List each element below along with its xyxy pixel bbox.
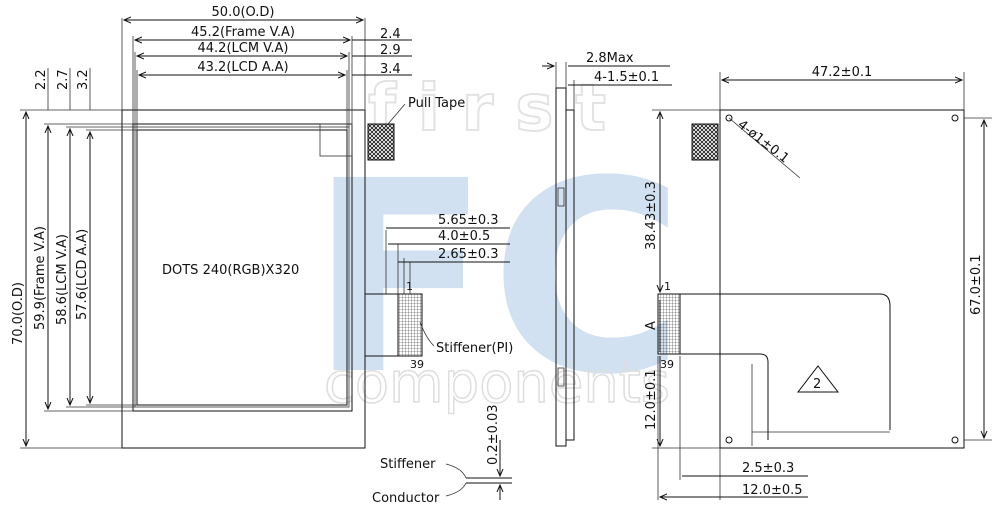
- watermark-logo: FC: [309, 125, 685, 433]
- fpc-pin-last: 39: [410, 358, 424, 371]
- pull-tape-label: Pull Tape: [408, 96, 465, 111]
- height-dimensions: 70.0(O.D) 59.9(Frame V.A) 58.6(LCM V.A) …: [11, 109, 137, 449]
- side-hole-dim: 4-1.5±0.1: [594, 70, 659, 85]
- width-dim-lcd: 43.2(LCD A.A): [197, 60, 288, 75]
- conductor-label: Conductor: [372, 491, 440, 506]
- fpc-dim-1: 5.65±0.3: [438, 213, 499, 228]
- rear-fpc: [680, 293, 891, 440]
- stiffener-pi-label: Stiffener(PI): [436, 341, 513, 356]
- lcd-active-area: [136, 129, 348, 406]
- right-offset-dimensions: 2.4 2.9 3.4: [352, 27, 412, 77]
- polarity-number: 2: [813, 377, 821, 392]
- fpc-dim-3: 2.65±0.3: [438, 247, 499, 262]
- frame-view-area: [132, 123, 353, 412]
- rear-pin-last: 39: [660, 358, 674, 371]
- side-thickness: 2.8Max: [586, 51, 634, 66]
- rear-pull-tape: [691, 123, 719, 161]
- pull-tape-strip: [319, 123, 353, 157]
- rear-connector: [657, 293, 681, 355]
- rear-view: 2 47.2±0.1 67.0±0.1 4-ø1±0.1 38.43±0.3 A…: [644, 65, 992, 500]
- left-offset-3: 3.2: [76, 69, 91, 90]
- stiffener-label: Stiffener: [380, 457, 436, 472]
- module-outline: [121, 109, 366, 449]
- height-dim-lcm: 58.6(LCM V.A): [55, 234, 70, 325]
- watermark: first FC components: [309, 71, 685, 433]
- width-dim-frame: 45.2(Frame V.A): [191, 25, 295, 40]
- height-dim-od: 70.0(O.D): [11, 282, 26, 345]
- left-offset-1: 2.2: [34, 69, 49, 90]
- bottom-offset: 12.0±0.1: [644, 369, 659, 430]
- fpc-thickness: 0.2±0.03: [486, 404, 501, 465]
- right-offset-1: 2.4: [380, 27, 401, 42]
- fpc-length-dim: 12.0±0.5: [742, 483, 803, 498]
- rear-width: 47.2±0.1: [812, 65, 873, 80]
- mount-hole-tr: [951, 114, 959, 122]
- side-view: 2.8Max 4-1.5±0.1: [542, 51, 672, 447]
- front-view: Pull Tape DOTS 240(RGB)X320 50.0(O.D) 45…: [11, 5, 465, 449]
- width-dimensions: 50.0(O.D) 45.2(Frame V.A) 44.2(LCM V.A) …: [121, 5, 366, 130]
- width-dim-lcm: 44.2(LCM V.A): [198, 41, 289, 56]
- width-dim-od: 50.0(O.D): [212, 5, 275, 20]
- rear-outline: [719, 109, 965, 449]
- mount-hole-spec: 4-ø1±0.1: [735, 117, 792, 166]
- watermark-bottom-text: components: [324, 351, 670, 416]
- rear-pin-first: 1: [664, 280, 671, 293]
- fpc-detail: 5.65±0.3 4.0±0.5 2.65±0.3 1 39 Stiffener…: [372, 213, 513, 506]
- height-dim-lcd: 57.6(LCD A.A): [75, 229, 90, 320]
- mount-hole-tl: [725, 114, 733, 122]
- right-offset-3: 3.4: [380, 62, 401, 77]
- fpc-pins: [397, 293, 423, 357]
- mount-hole-bl: [725, 436, 733, 444]
- mount-hole-br: [951, 436, 959, 444]
- rear-height: 67.0±0.1: [969, 254, 984, 315]
- pull-tape-hatch: [367, 123, 395, 161]
- fpc-dim-2: 4.0±0.5: [438, 229, 490, 244]
- polarity-triangle: [796, 365, 840, 393]
- fpc-pin-first: 1: [406, 280, 413, 293]
- connector-label: A: [644, 321, 659, 330]
- height-dim-frame: 59.9(Frame V.A): [33, 226, 48, 330]
- resolution-label: DOTS 240(RGB)X320: [162, 263, 299, 278]
- right-offset-2: 2.9: [380, 43, 401, 58]
- side-body: [555, 87, 567, 447]
- lcm-view-area: [134, 126, 350, 408]
- fpc-offset-dim: 2.5±0.3: [742, 461, 794, 476]
- left-offset-2: 2.7: [56, 69, 71, 90]
- connector-offset: 38.43±0.3: [644, 181, 659, 250]
- watermark-top-text: first: [368, 72, 628, 146]
- left-offset-dimensions: 2.2 2.7 3.2: [34, 68, 91, 110]
